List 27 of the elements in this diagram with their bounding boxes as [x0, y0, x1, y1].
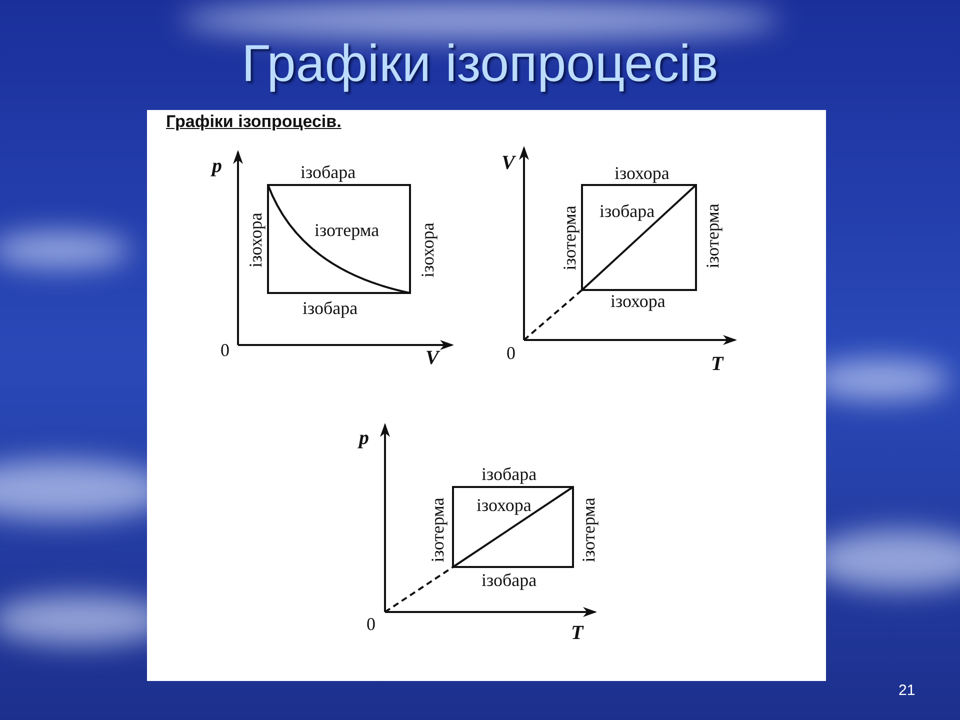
curve-label: ізохора [418, 222, 436, 278]
curve-label: ізохора [246, 212, 264, 268]
curve-label: ізохора [476, 496, 532, 514]
axis-label: p [359, 428, 369, 448]
figure-heading: Графіки ізопроцесів. [166, 112, 342, 132]
slide-title: Графіки ізопроцесів [240, 34, 720, 94]
origin-label: 0 [366, 615, 376, 633]
curve-label: ізобара [482, 571, 537, 589]
curve-label: ізотерма [314, 221, 380, 239]
slide-number: 21 [898, 682, 916, 698]
curve-label: ізотерма [702, 204, 721, 268]
curve-label: ізотерма [560, 206, 578, 270]
axis-label: V [426, 348, 439, 368]
axis-label: p [212, 156, 222, 176]
origin-label: 0 [220, 341, 230, 359]
curve-label: ізобара [482, 465, 537, 483]
axis-label: T [571, 623, 584, 643]
origin-label: 0 [506, 344, 516, 362]
curve-label: ізотерма [578, 498, 597, 562]
curve-label: ізохора [614, 164, 670, 182]
axis-label: T [711, 354, 724, 374]
curve-label: ізохора [610, 292, 666, 310]
axis-label: V [502, 153, 515, 173]
curve-label: ізобара [300, 163, 356, 181]
curve-label: ізобара [600, 202, 655, 220]
curve-label: ізобара [302, 299, 358, 317]
curve-label: ізотерма [428, 498, 446, 562]
